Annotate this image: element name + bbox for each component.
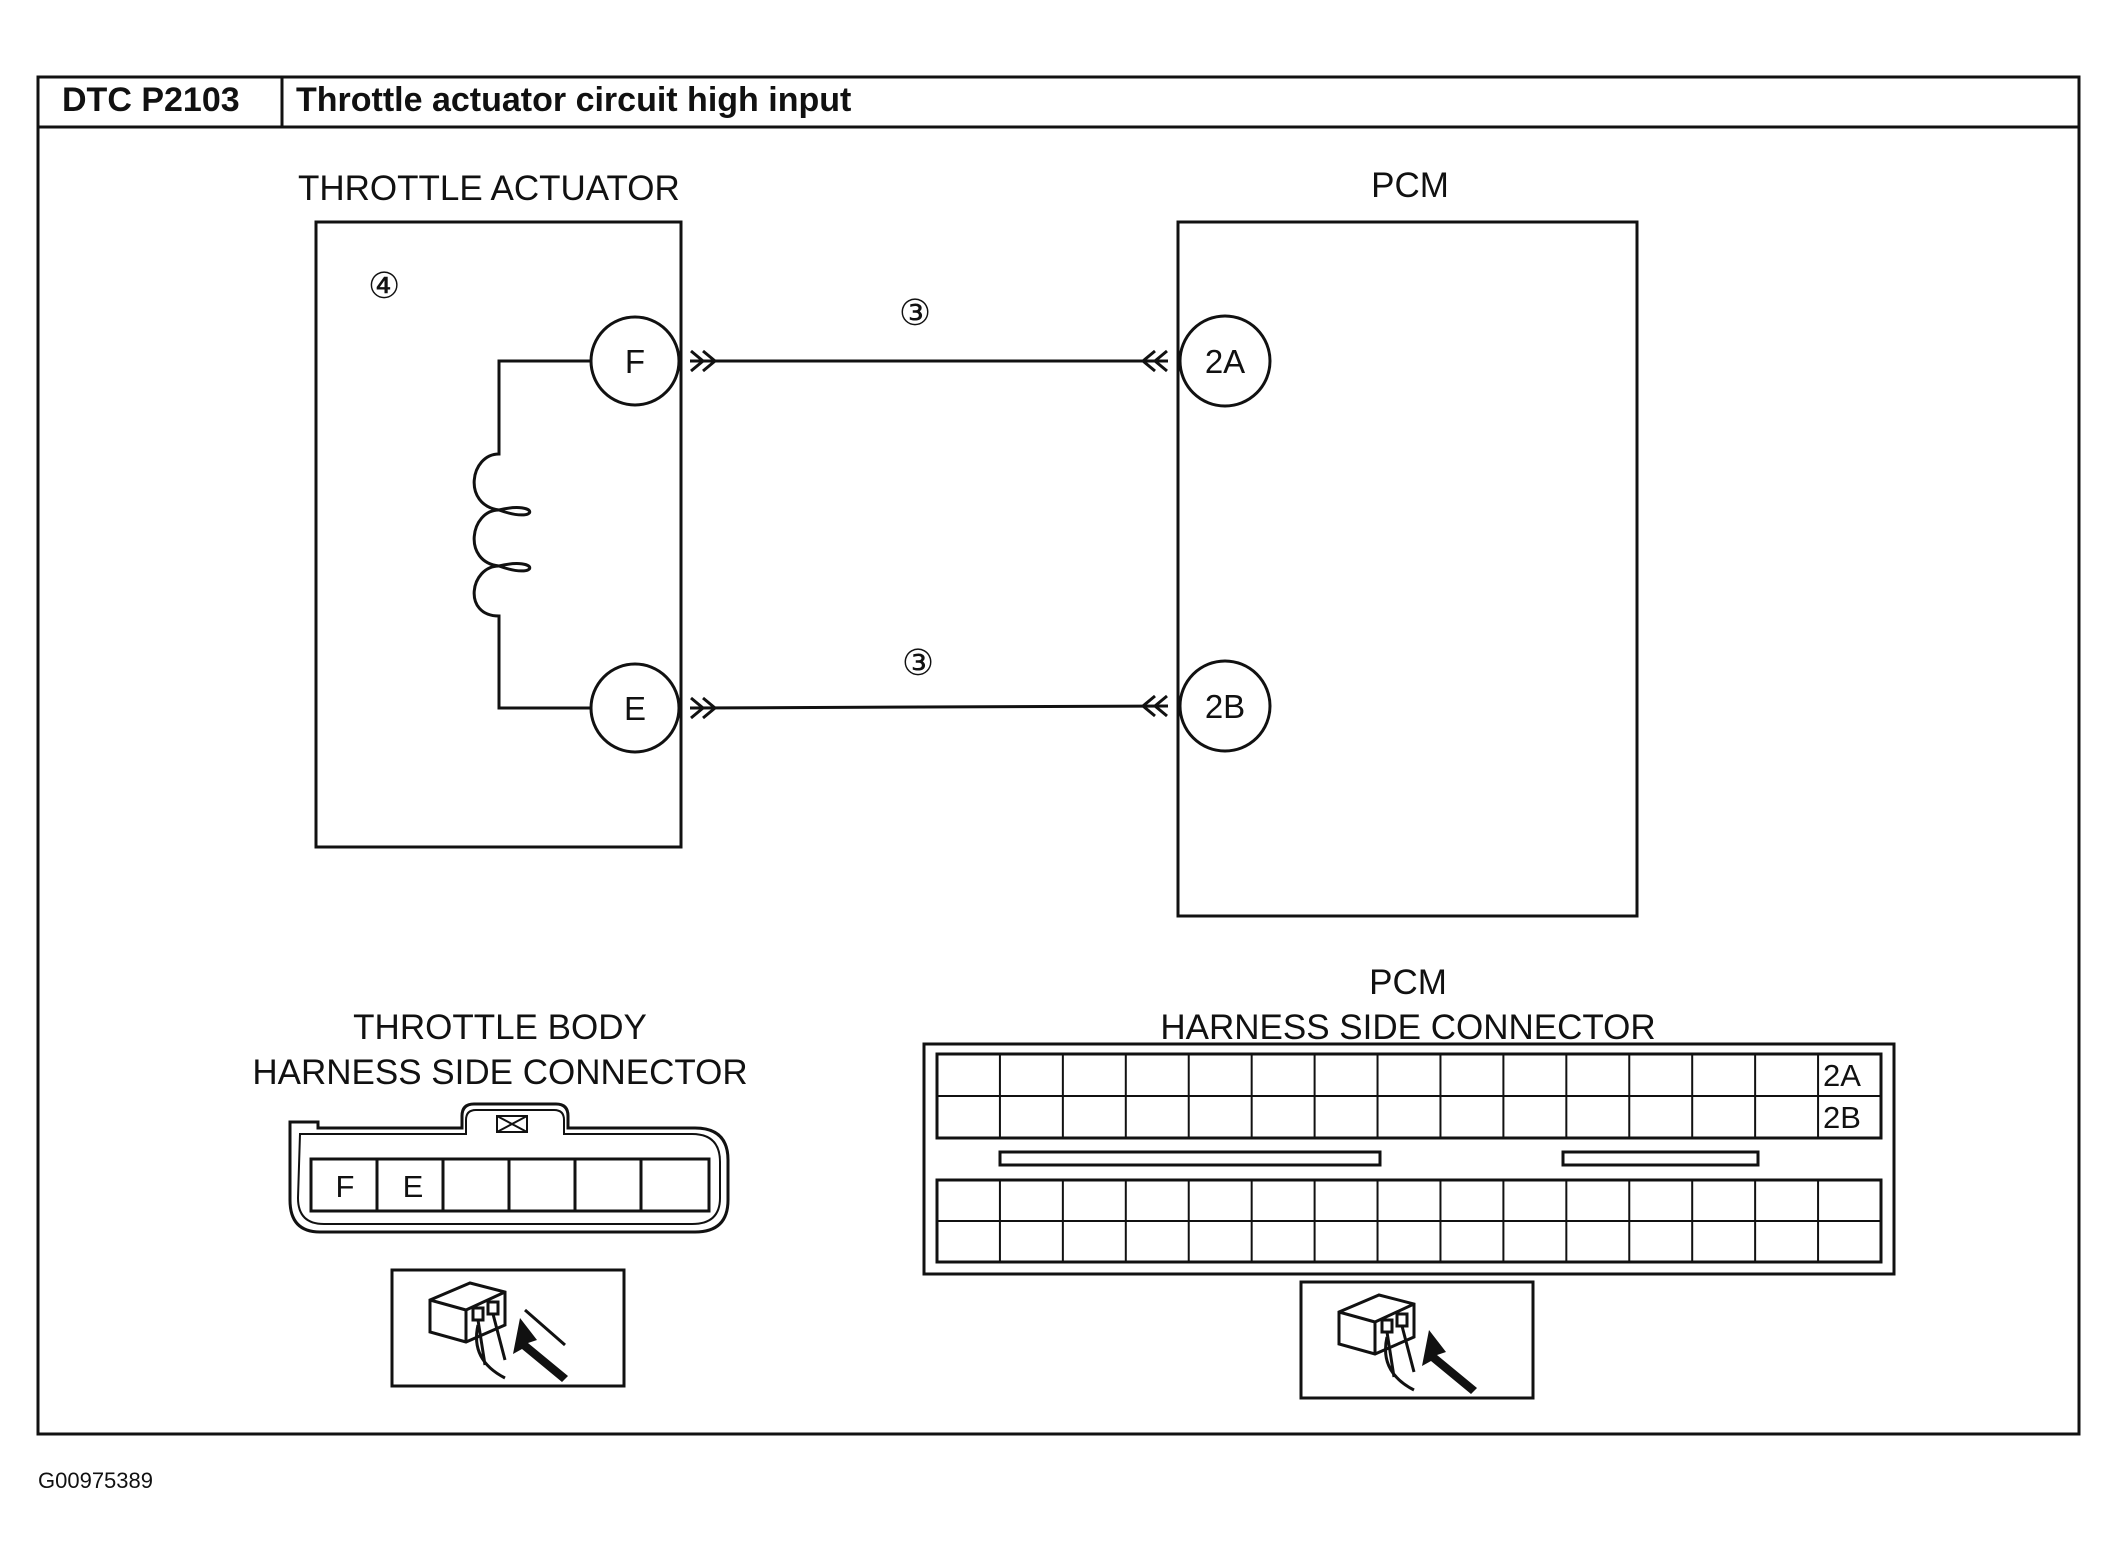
component-callout: ④ [368, 265, 400, 306]
throttle-actuator-label: THROTTLE ACTUATOR [298, 169, 680, 208]
coil-loops [498, 506, 531, 573]
pcm-lower-grid [937, 1180, 1881, 1262]
pin-2a-circle [1178, 314, 1272, 408]
image-code: G00975389 [38, 1468, 153, 1493]
pin-f-circle [589, 315, 681, 407]
throttle-body-cells [375, 1159, 643, 1211]
wire-top-right-connector-mark [1140, 349, 1168, 373]
throttle-body-cell-f: F [336, 1169, 355, 1204]
pcm-upper-block [935, 1052, 1883, 1140]
wire-top-left-connector-mark [690, 349, 718, 373]
wire-bottom-left-connector-mark [690, 696, 718, 720]
pin-e-label: E [624, 690, 646, 727]
pcm-lower-block [935, 1178, 1883, 1264]
pin-2a-label: 2A [1205, 343, 1245, 380]
throttle-body-connector-shell-inner [296, 1109, 721, 1225]
pin-f-label: F [625, 343, 645, 380]
wire-bottom-right-connector-mark [1140, 694, 1168, 718]
pin-e-circle [589, 662, 681, 754]
pcm-label: PCM [1371, 166, 1449, 205]
arrow-icon-left [513, 1318, 568, 1382]
pin-2b-circle [1178, 659, 1272, 753]
throttle-actuator-box [314, 220, 683, 849]
pcm-connector-outer [922, 1042, 1896, 1276]
harness-connector-icon-right [1337, 1293, 1416, 1392]
throttle-body-connector-title-2: HARNESS SIDE CONNECTOR [252, 1053, 747, 1092]
pcm-upper-grid [937, 1054, 1881, 1138]
wire-bottom [689, 704, 1169, 710]
outer-frame [36, 75, 2081, 1436]
pcm-connector-title-1: PCM [1369, 963, 1447, 1002]
throttle-body-lock-x [496, 1115, 528, 1133]
dtc-title: Throttle actuator circuit high input [296, 81, 851, 119]
throttle-body-cell-e: E [403, 1169, 424, 1204]
dtc-code: DTC P2103 [62, 81, 240, 119]
throttle-body-connector-title-1: THROTTLE BODY [353, 1008, 647, 1047]
pcm-row-label-2b: 2B [1823, 1100, 1861, 1135]
harness-connector-icon-left [428, 1281, 566, 1380]
pcm-key-slot-right [1561, 1150, 1760, 1167]
harness-view-icon-frame-right [1299, 1280, 1535, 1400]
wire-callout-bottom: ③ [902, 642, 934, 683]
wire-callout-top: ③ [899, 292, 931, 333]
pcm-box [1176, 220, 1639, 918]
pin-2b-label: 2B [1205, 688, 1245, 725]
harness-view-icon-frame-left [390, 1268, 626, 1388]
pcm-row-label-2a: 2A [1823, 1058, 1861, 1093]
arrow-icon-right [1422, 1330, 1477, 1394]
throttle-body-connector-shell [288, 1102, 730, 1234]
pcm-key-slot-left [998, 1150, 1382, 1167]
coil-symbol [472, 359, 590, 710]
pcm-connector-title-2: HARNESS SIDE CONNECTOR [1160, 1008, 1655, 1047]
throttle-body-lock-mark [496, 1115, 528, 1133]
